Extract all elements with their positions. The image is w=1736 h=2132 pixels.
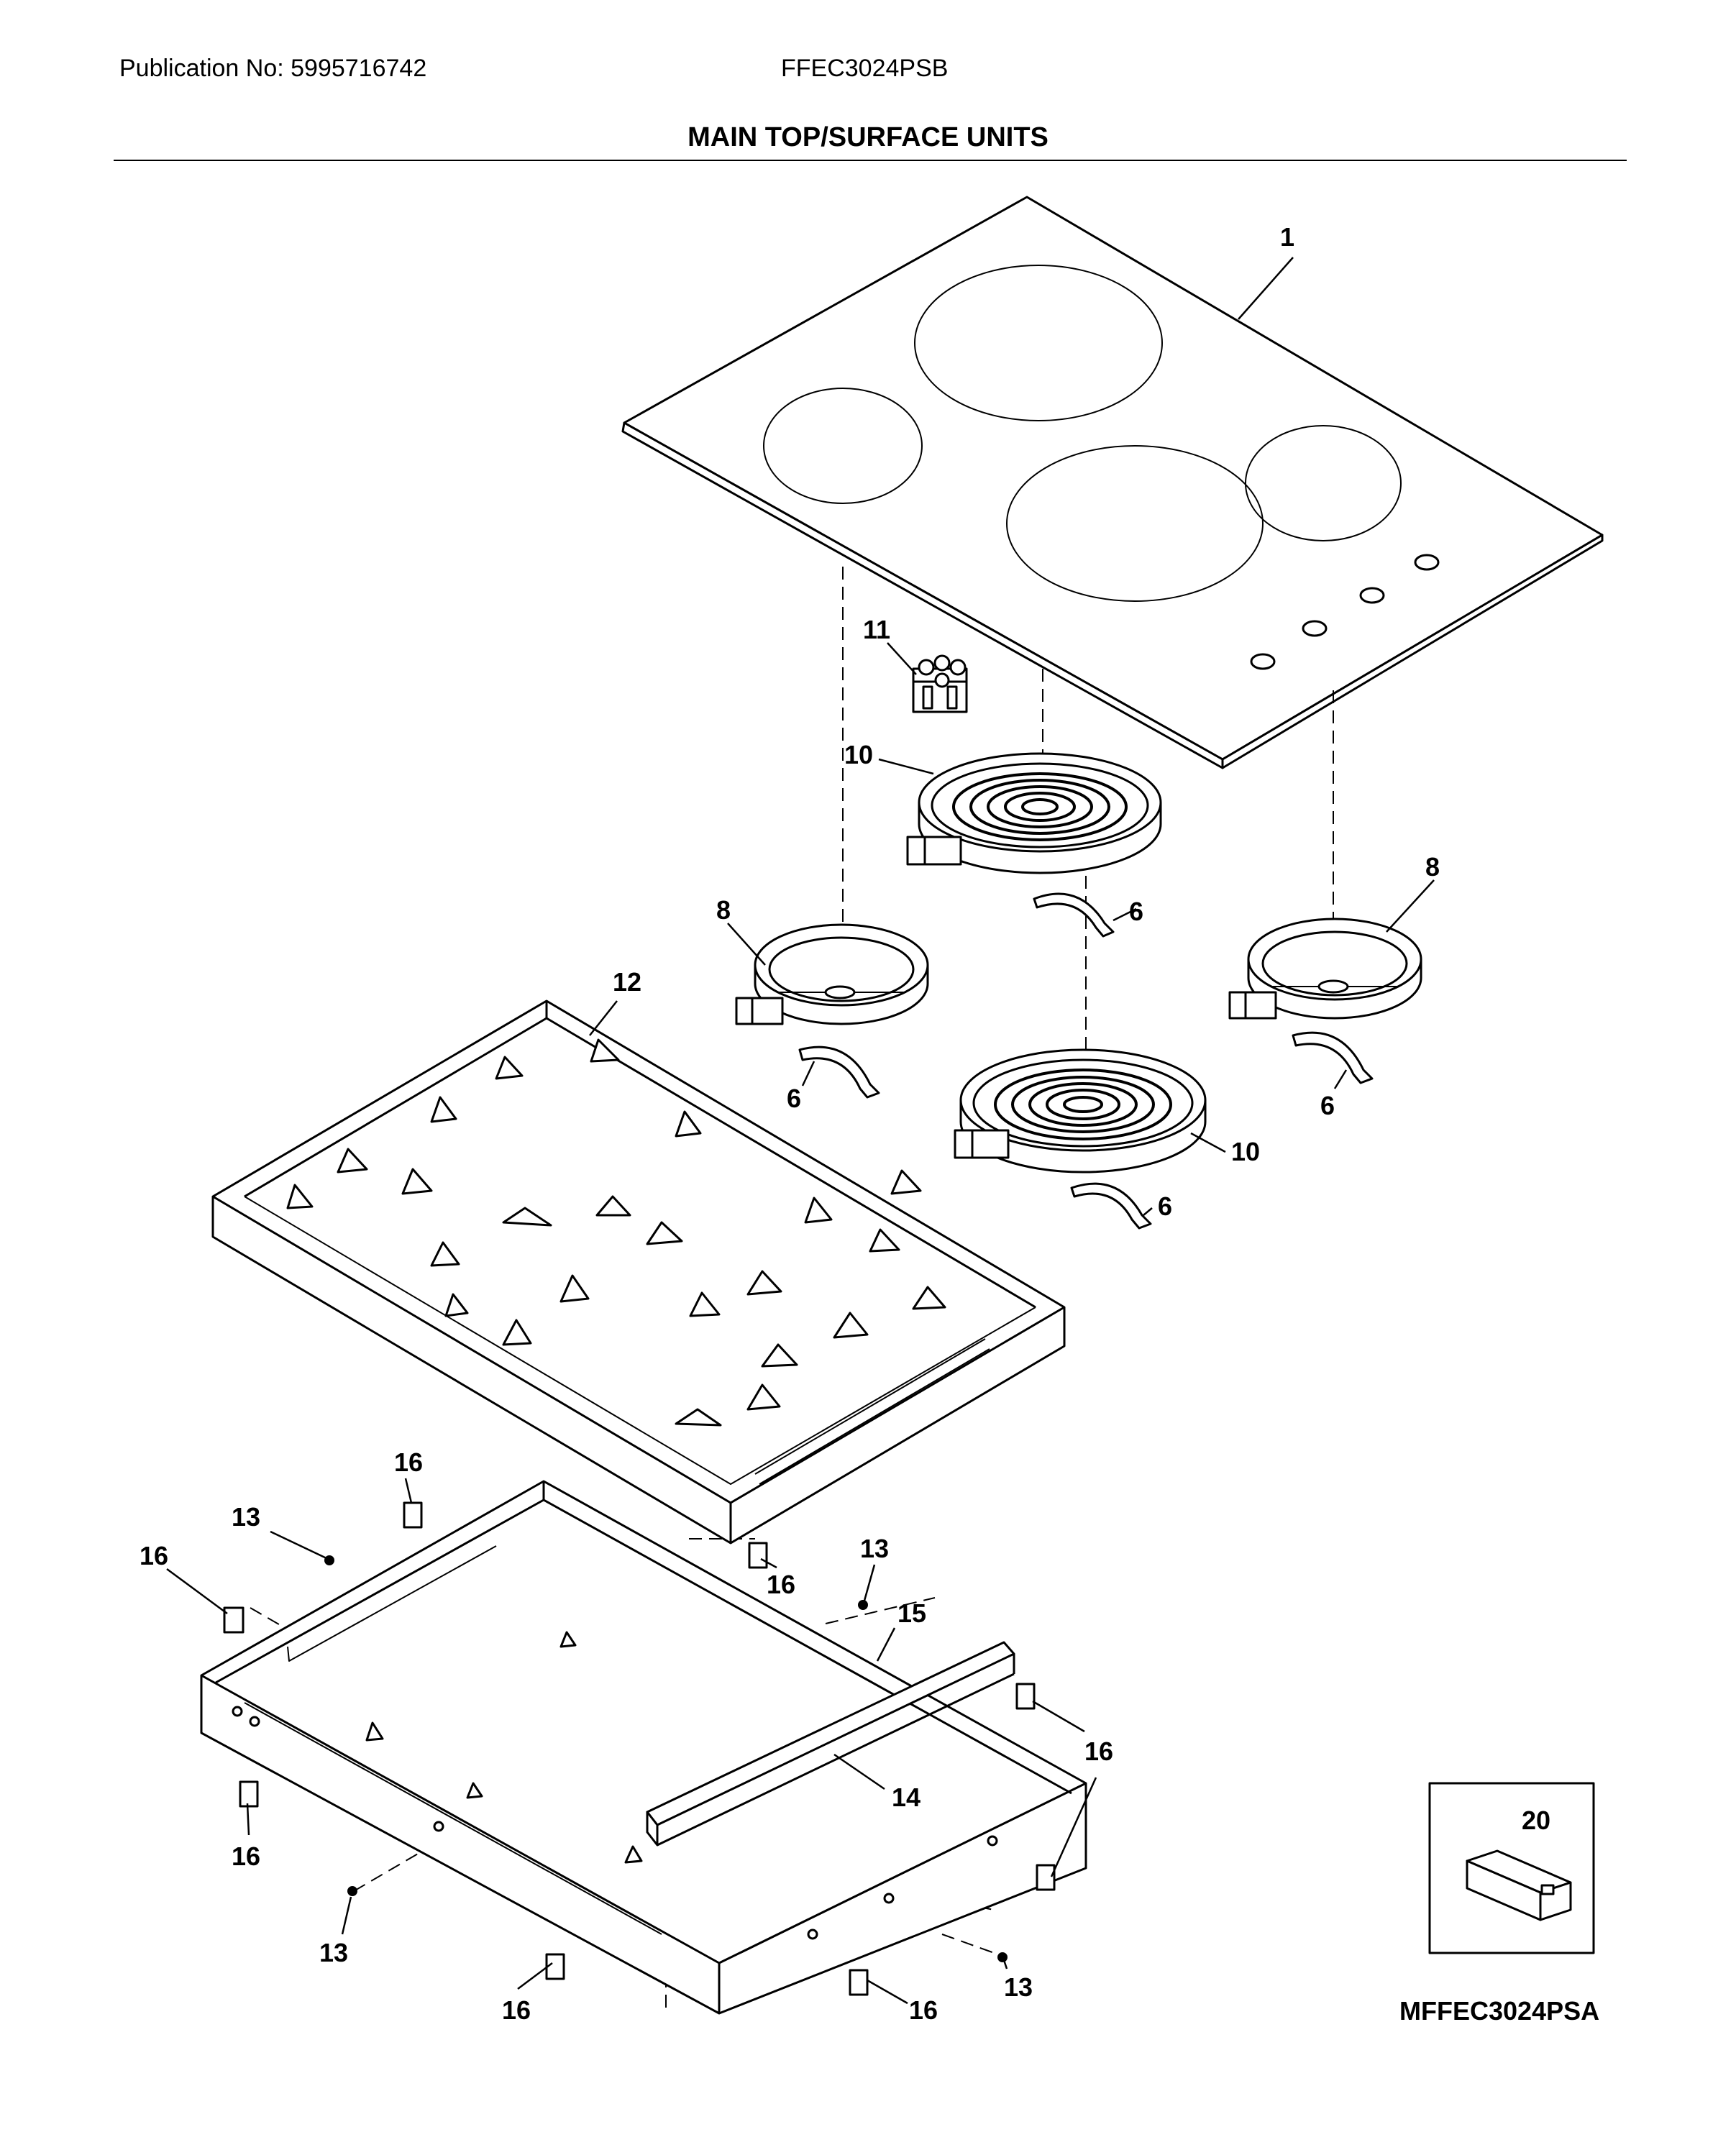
terminal-block xyxy=(912,654,968,713)
callout-6-d: 6 xyxy=(1158,1191,1172,1221)
callout-14: 14 xyxy=(892,1783,920,1812)
callout-20: 20 xyxy=(1522,1806,1550,1835)
callout-6-b: 6 xyxy=(787,1084,801,1113)
model-number: FFEC3024PSB xyxy=(781,55,949,82)
diagram-code: MFFEC3024PSA xyxy=(1399,1996,1600,2026)
callout-13-b: 13 xyxy=(860,1534,889,1563)
large-radiant-element-upper xyxy=(906,752,1162,874)
small-radiant-element-right xyxy=(1228,918,1422,1020)
support-rail xyxy=(646,1641,1015,1847)
callout-16-a: 16 xyxy=(394,1447,423,1477)
callout-8-right: 8 xyxy=(1425,852,1440,882)
callout-11: 11 xyxy=(863,615,890,644)
screws xyxy=(324,1555,1008,1962)
publication-number: Publication No: 5995716742 xyxy=(119,55,427,82)
leader-lines xyxy=(166,257,1435,2005)
callout-8-left: 8 xyxy=(716,895,731,925)
callout-12: 12 xyxy=(613,967,641,997)
callout-10-upper: 10 xyxy=(844,740,873,769)
callout-16-b: 16 xyxy=(140,1541,168,1570)
cooktop-glass xyxy=(621,196,1604,769)
callout-6-a: 6 xyxy=(1129,897,1143,926)
header-rule xyxy=(114,160,1627,161)
callout-13-d: 13 xyxy=(1004,1972,1033,2002)
callout-16-f: 16 xyxy=(502,1995,531,2025)
callout-16-e: 16 xyxy=(232,1842,260,1871)
callout-13-a: 13 xyxy=(232,1502,260,1532)
element-clips xyxy=(798,892,1374,1230)
page-title: MAIN TOP/SURFACE UNITS xyxy=(687,122,1049,152)
callout-15: 15 xyxy=(897,1598,926,1628)
inset-part-20 xyxy=(1428,1782,1595,1954)
callout-16-g: 16 xyxy=(909,1995,938,2025)
top-frame-tray xyxy=(211,999,1066,1545)
callout-10-lower: 10 xyxy=(1231,1137,1260,1166)
callout-1: 1 xyxy=(1280,222,1294,252)
callout-13-c: 13 xyxy=(319,1938,348,1967)
callout-6-c: 6 xyxy=(1320,1091,1335,1120)
large-radiant-element-lower xyxy=(954,1048,1207,1173)
callout-16-c: 16 xyxy=(767,1570,795,1599)
mounting-brackets xyxy=(223,1501,1056,1996)
small-radiant-element-left xyxy=(735,923,929,1025)
callout-16-d: 16 xyxy=(1084,1737,1113,1766)
